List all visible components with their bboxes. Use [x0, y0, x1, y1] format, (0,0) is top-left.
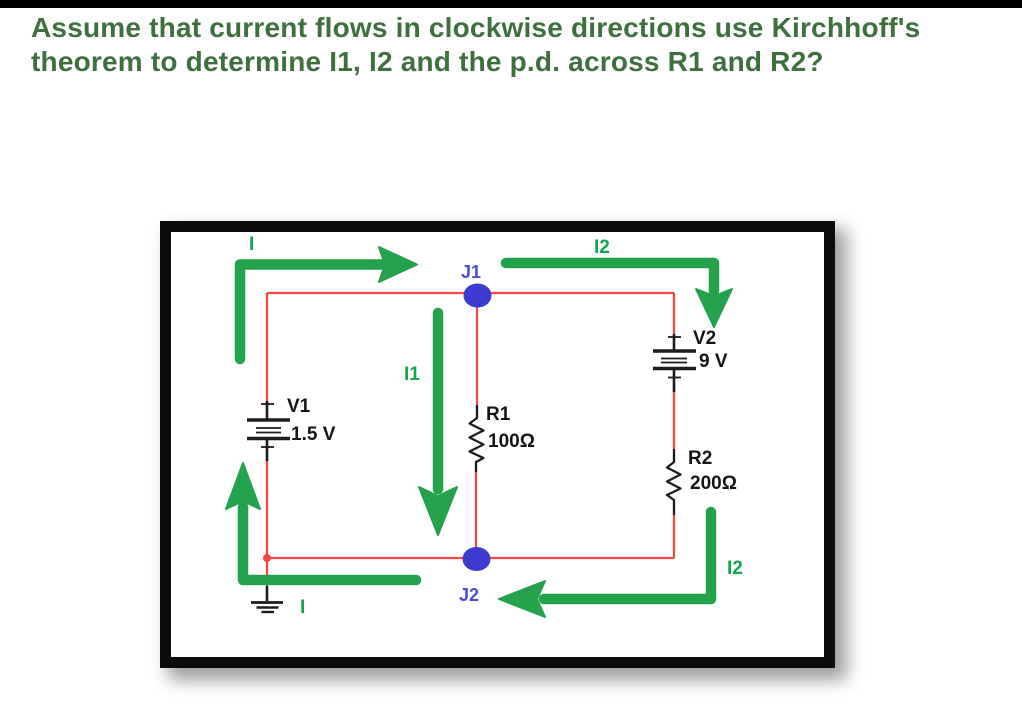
question-text: Assume that current flows in clockwise d… — [31, 11, 1006, 79]
question-line-2: theorem to determine I1, I2 and the p.d.… — [31, 46, 824, 77]
top-border-bar — [0, 0, 1022, 8]
question-line-1: Assume that current flows in clockwise d… — [31, 12, 921, 43]
circuit-diagram-frame — [160, 221, 835, 668]
